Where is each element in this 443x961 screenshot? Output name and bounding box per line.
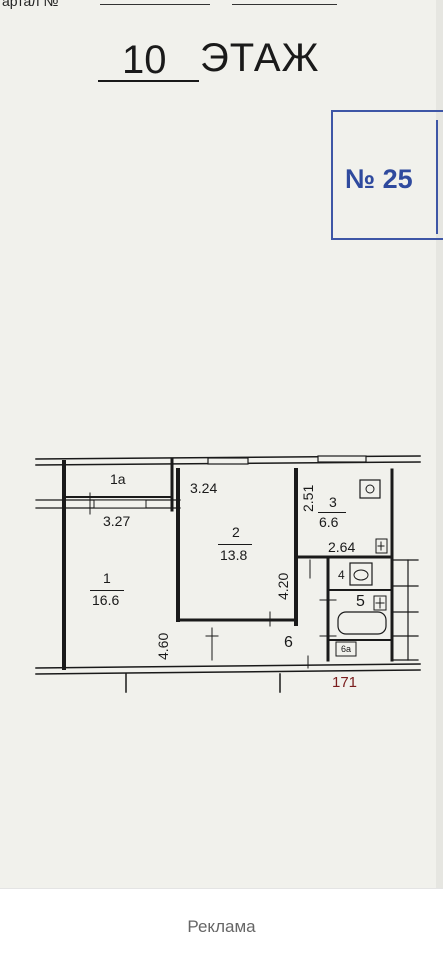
floor-label: ЭТАЖ [200,36,320,80]
room-2-fraction-line [218,544,252,545]
dimension-4-60: 4.60 [155,632,171,660]
room-1a-label: 1а [110,471,126,487]
room-3-fraction-line [318,512,346,513]
floor-number-underline [98,80,199,82]
apartment-number-label: 171 [332,674,358,691]
stamp-inner-border [436,120,438,234]
header-line-2 [232,4,337,5]
stamp-text: № 25 [345,164,413,194]
dimension-2-64: 2.64 [328,539,356,555]
room-1-number: 1 [103,570,111,586]
header-line-1 [100,4,210,5]
floor-plan-document: артал № 10 ЭТАЖ № 25 [0,0,443,888]
paper-edge [436,0,443,888]
apartment-stamp: № 25 [331,110,443,240]
header-text-cut: артал № [2,0,59,9]
room-1-area: 16.6 [92,592,120,608]
room-1-fraction-line [90,590,124,591]
dimension-3-24: 3.24 [190,480,218,496]
floor-plan-drawing [35,455,421,693]
room-3-number: 3 [329,494,337,510]
room-4-label: 4 [338,568,345,582]
room-5-label: 5 [356,593,365,610]
floor-number: 10 [122,38,167,82]
dimension-3-27: 3.27 [103,513,131,529]
room-2-area: 13.8 [220,547,248,563]
dimension-4-20: 4.20 [275,572,291,600]
room-2-number: 2 [232,524,240,540]
ad-label[interactable]: Реклама [187,917,256,936]
room-6a-label: 6а [341,644,352,654]
footer-bar: Реклама [0,888,443,961]
room-3-area: 6.6 [319,514,339,530]
dimension-2-51: 2.51 [300,484,316,512]
room-6-label: 6 [284,634,293,651]
